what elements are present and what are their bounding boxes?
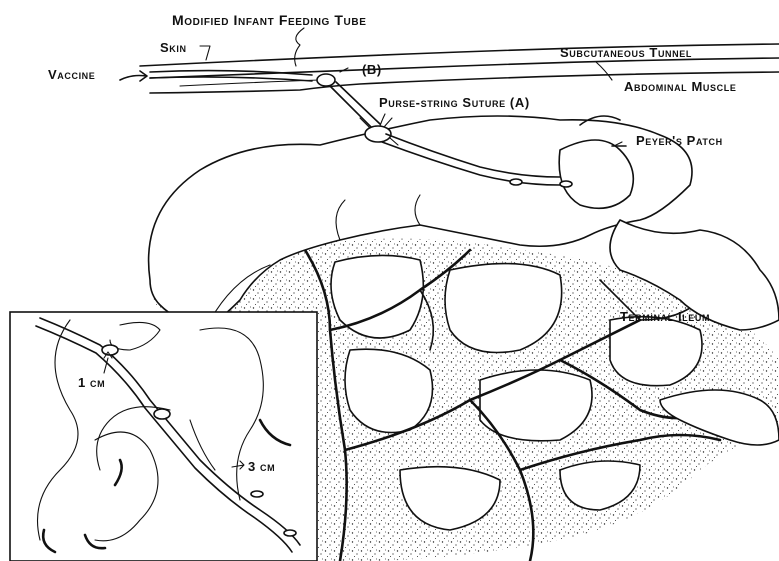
feeding-tube-upper xyxy=(150,71,380,128)
inset-panel xyxy=(10,312,317,561)
label-subcutaneous-tunnel: Subcutaneous Tunnel xyxy=(560,46,692,59)
suture-b-ring xyxy=(317,74,335,86)
label-skin: Skin xyxy=(160,41,187,54)
label-vaccine: Vaccine xyxy=(48,68,95,81)
label-modified-infant-feeding-tube: Modified Infant Feeding Tube xyxy=(172,13,366,27)
label-1-cm: 1 cm xyxy=(78,376,105,389)
vaccine-arrow xyxy=(120,71,147,81)
label-terminal-ileum: Terminal Ileum xyxy=(620,310,710,323)
label-3-cm: 3 cm xyxy=(248,460,275,473)
label-peyers-patch: Peyer's Patch xyxy=(636,134,723,147)
label-b-marker: (B) xyxy=(362,63,382,76)
label-purse-string-suture: Purse-string Suture (A) xyxy=(379,96,530,109)
label-abdominal-muscle: Abdominal Muscle xyxy=(624,80,736,93)
